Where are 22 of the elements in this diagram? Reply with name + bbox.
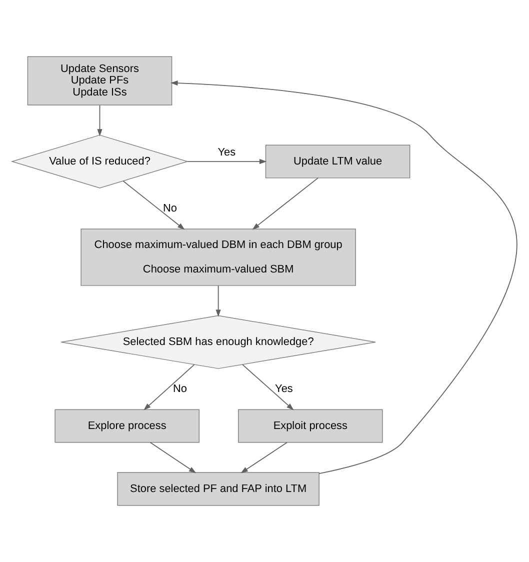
node-box: Update Sensors Update PFs Update ISs xyxy=(27,56,172,106)
node-box: Update LTM value xyxy=(265,144,410,178)
edge-label: Yes xyxy=(275,382,293,395)
arrow xyxy=(122,180,185,230)
arrow xyxy=(216,285,221,317)
node-diamond: Selected SBM has enough knowledge? xyxy=(60,315,376,369)
edge-label: No xyxy=(162,202,177,214)
arrow xyxy=(150,442,196,474)
arrow xyxy=(252,178,318,230)
arrow xyxy=(187,158,267,164)
arrow xyxy=(97,104,102,136)
node-box: Exploit process xyxy=(238,409,383,443)
edge-label: No xyxy=(173,382,187,395)
node-diamond: Value of IS reduced? xyxy=(10,134,189,188)
node-box: Store selected PF and FAP into LTM xyxy=(117,472,320,506)
node-box: Explore process xyxy=(54,409,200,443)
arrow xyxy=(242,364,294,410)
arrow xyxy=(144,364,195,410)
node-box: Choose maximum-valued DBM in each DBM group Choose maximum-valued SBM xyxy=(80,228,356,286)
arrow xyxy=(170,80,518,474)
arrow xyxy=(240,442,288,474)
edge-label: Yes xyxy=(218,146,236,159)
